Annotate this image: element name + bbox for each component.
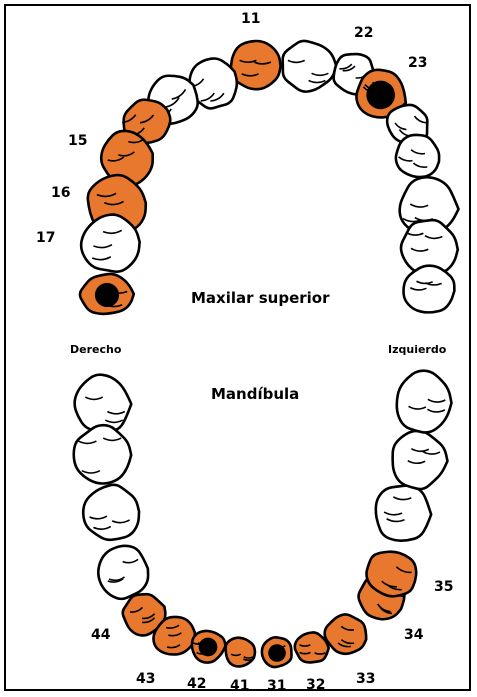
- tooth-tooth-31: [262, 637, 292, 667]
- tooth-outline: [82, 484, 141, 542]
- tooth-tooth-42: [192, 631, 226, 663]
- left-side-label: Izquierdo: [388, 344, 446, 355]
- tooth-number-11: 11: [241, 12, 260, 26]
- lower-jaw-label: Mandíbula: [211, 387, 299, 402]
- tooth-outline: [403, 265, 455, 313]
- tooth-number-43: 43: [136, 672, 155, 686]
- tooth-outline: [391, 430, 448, 490]
- tooth-lower-left-third-molar: [396, 370, 453, 434]
- tooth-upper-left-central-incisor: [283, 41, 337, 92]
- lesion-marker: [199, 638, 218, 657]
- tooth-number-16: 16: [51, 186, 70, 200]
- tooth-outline: [396, 370, 453, 434]
- tooth-number-44: 44: [91, 628, 110, 642]
- right-side-label: Derecho: [70, 344, 121, 355]
- tooth-tooth-32: [295, 632, 329, 662]
- tooth-outline: [74, 425, 131, 483]
- tooth-tooth-41: [226, 638, 255, 667]
- tooth-lower-right-second-molar: [74, 425, 131, 483]
- tooth-number-23: 23: [408, 56, 427, 70]
- tooth-number-17: 17: [36, 231, 55, 245]
- tooth-outline: [75, 375, 132, 433]
- tooth-lower-left-second-molar: [391, 430, 448, 490]
- tooth-number-42: 42: [187, 677, 206, 691]
- tooth-outline: [295, 632, 329, 662]
- tooth-outline: [374, 484, 432, 542]
- tooth-number-41: 41: [230, 679, 249, 693]
- tooth-outline: [95, 543, 152, 602]
- lesion-marker: [95, 283, 119, 307]
- tooth-number-32: 32: [306, 678, 325, 692]
- tooth-lower-left-first-molar: [374, 484, 432, 542]
- tooth-tooth-22: [80, 274, 134, 314]
- upper-jaw-label: Maxilar superior: [191, 291, 330, 306]
- lesion-marker: [268, 644, 286, 662]
- tooth-lower-right-first-molar: [82, 484, 141, 542]
- tooth-outline: [283, 41, 337, 92]
- tooth-number-22: 22: [354, 26, 373, 40]
- tooth-lower-right-third-molar: [75, 375, 132, 433]
- tooth-number-31: 31: [267, 679, 286, 693]
- tooth-outline: [226, 638, 255, 667]
- tooth-upper-left-third-molar: [403, 265, 455, 313]
- tooth-number-15: 15: [68, 134, 87, 148]
- tooth-number-33: 33: [356, 672, 375, 686]
- tooth-number-34: 34: [404, 628, 423, 642]
- tooth-number-35: 35: [434, 580, 453, 594]
- tooth-lower-right-second-premolar: [95, 543, 152, 602]
